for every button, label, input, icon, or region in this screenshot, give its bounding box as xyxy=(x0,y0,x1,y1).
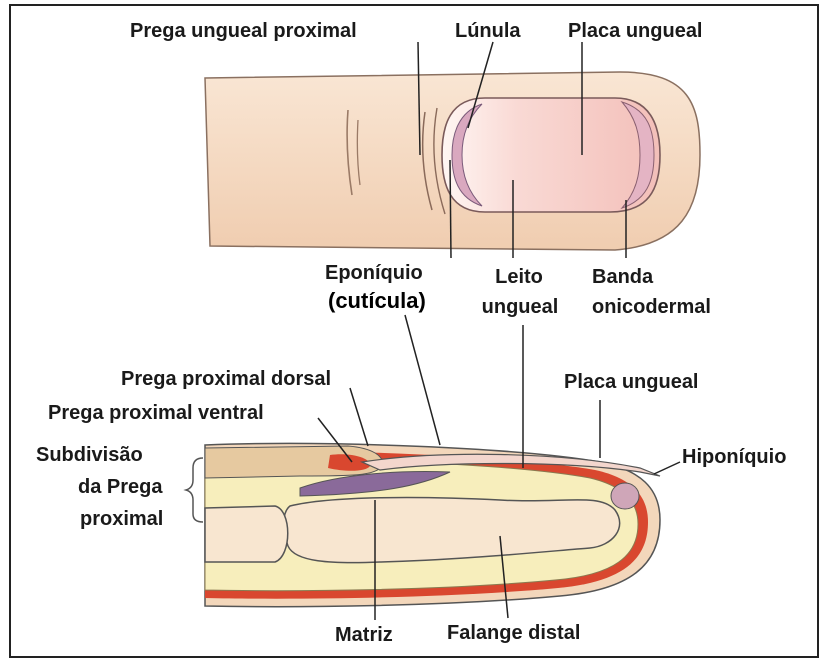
label-prega-ungueal-proximal: Prega ungueal proximal xyxy=(130,20,357,42)
finger-cross-section xyxy=(205,444,660,607)
nail-plate xyxy=(442,98,660,212)
label-banda-line2: onicodermal xyxy=(592,296,711,318)
label-lunula: Lúnula xyxy=(455,20,521,42)
label-leito-line1: Leito xyxy=(484,266,554,288)
label-prega-proximal-ventral: Prega proximal ventral xyxy=(48,402,264,424)
label-matriz: Matriz xyxy=(335,624,393,646)
label-leito-line2: ungueal xyxy=(472,296,568,318)
label-placa-ungueal-top: Placa ungueal xyxy=(568,20,703,42)
label-subdivisao-line2: da Prega xyxy=(78,476,162,498)
label-cuticula: (cutícula) xyxy=(328,290,426,312)
label-prega-proximal-dorsal: Prega proximal dorsal xyxy=(121,368,331,390)
label-hiponiquio: Hiponíquio xyxy=(682,446,786,468)
subdivision-brace xyxy=(186,458,203,522)
label-banda-line1: Banda xyxy=(592,266,653,288)
hyponychium xyxy=(611,483,639,509)
label-placa-ungueal-side: Placa ungueal xyxy=(564,371,699,393)
label-subdivisao-line3: proximal xyxy=(80,508,163,530)
label-subdivisao-line1: Subdivisão xyxy=(36,444,143,466)
middle-phalanx xyxy=(205,506,288,562)
label-eponiquio: Eponíquio xyxy=(325,262,423,284)
label-falange-distal: Falange distal xyxy=(447,622,580,644)
